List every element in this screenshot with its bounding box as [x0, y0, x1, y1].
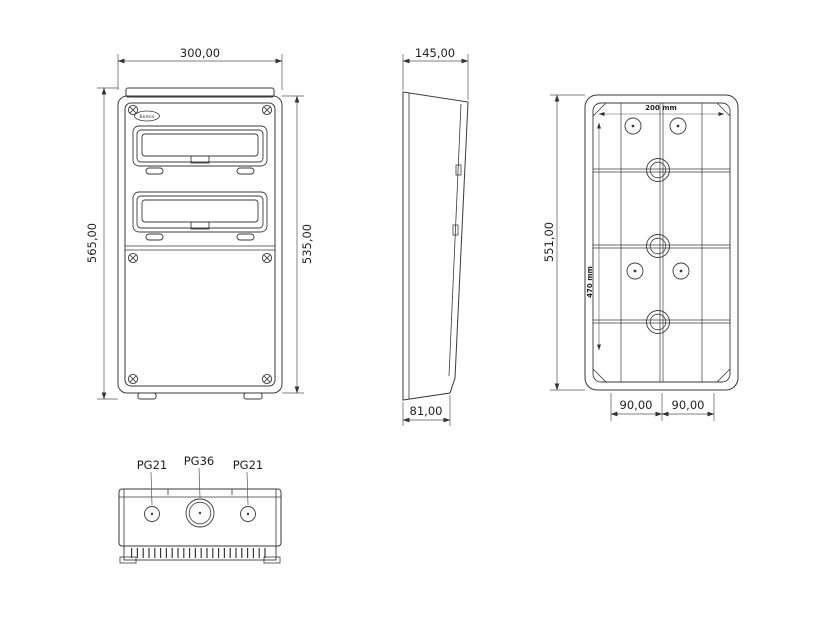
front-foot-right	[243, 392, 263, 400]
side-dimension-lines	[402, 54, 469, 426]
side-bottom-depth-dim-label: 81,00	[410, 404, 443, 418]
back-inner-dimension-lines	[596, 111, 725, 351]
hinge-detail	[455, 164, 462, 176]
back-inner-outline	[592, 102, 731, 383]
back-inner-width-dim-label: 200 mm	[645, 104, 677, 112]
side-view	[402, 91, 469, 401]
front-view: bemis	[117, 87, 283, 400]
side-profile-outline	[402, 91, 469, 401]
knockout-hole-icon	[646, 310, 670, 334]
gland-knockout-center	[185, 498, 215, 528]
gland-label-right: PG21	[233, 458, 263, 472]
front-overall-height-dim-label: 565,00	[85, 223, 99, 263]
mounting-hole-icon	[624, 117, 642, 135]
gland-leader-lines	[150, 467, 249, 506]
brand-label: bemis	[140, 114, 155, 120]
mounting-hole-icon	[669, 117, 687, 135]
screw-icon	[261, 104, 273, 116]
back-height-dim-label: 551,00	[542, 222, 556, 262]
front-door-outline	[124, 102, 276, 387]
back-bottom-right-dim-label: 90,00	[672, 398, 705, 412]
front-top-flange	[125, 87, 275, 98]
window-latch	[190, 155, 210, 164]
knockout-hole-icon	[646, 158, 670, 182]
bottom-view	[118, 488, 282, 564]
front-dimension-lines	[97, 54, 304, 400]
gland-label-center: PG36	[184, 454, 214, 468]
screw-icon	[127, 373, 139, 385]
screw-icon	[127, 104, 139, 116]
gland-knockout-left	[144, 506, 160, 522]
back-inner-height-dim-label: 470 mm	[586, 266, 594, 298]
gland-knockout-right	[240, 506, 256, 522]
mounting-hole-icon	[626, 262, 644, 280]
back-bottom-left-dim-label: 90,00	[620, 398, 653, 412]
side-top-depth-dim-label: 145,00	[415, 46, 455, 60]
back-ribs	[593, 103, 730, 382]
back-body-outline	[584, 94, 739, 391]
knockout-hole-icon	[646, 234, 670, 258]
front-foot-left	[137, 392, 157, 400]
gland-label-left: PG21	[137, 458, 167, 472]
screw-icon	[127, 252, 139, 264]
bottom-skirt	[119, 545, 281, 564]
din-rail-window-1	[132, 125, 268, 175]
brand-logo: bemis	[134, 110, 160, 122]
front-door-height-dim-label: 535,00	[300, 224, 314, 264]
window-latch	[190, 221, 210, 230]
front-body-outline	[117, 95, 283, 394]
front-width-dim-label: 300,00	[180, 46, 220, 60]
back-dimension-lines	[550, 94, 715, 421]
back-view	[584, 94, 739, 391]
screw-icon	[261, 252, 273, 264]
bottom-foot-right	[263, 556, 281, 564]
bottom-foot-left	[119, 556, 137, 564]
screw-icon	[261, 373, 273, 385]
hinge-detail	[452, 224, 459, 236]
mounting-hole-icon	[672, 262, 690, 280]
din-rail-window-2	[132, 191, 268, 241]
